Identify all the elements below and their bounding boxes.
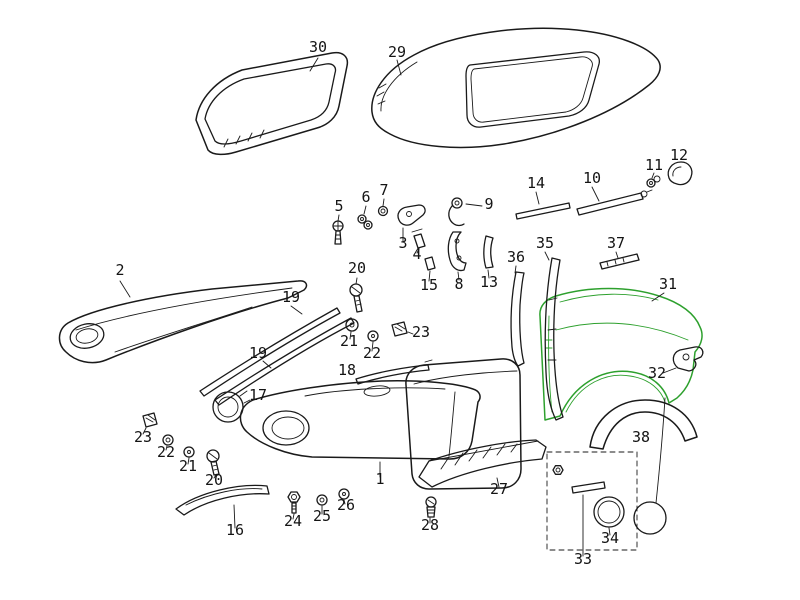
part-label-20-19[interactable]: 20 bbox=[348, 259, 366, 277]
part-28-screw bbox=[425, 496, 437, 524]
part-24-bolt bbox=[287, 491, 301, 520]
part-label-38-29[interactable]: 38 bbox=[632, 428, 650, 446]
part-label-33-41[interactable]: 33 bbox=[574, 550, 592, 568]
part-23-clip-lower bbox=[142, 412, 158, 435]
part-26-washer bbox=[338, 488, 350, 505]
part-label-18-26[interactable]: 18 bbox=[338, 361, 356, 379]
part-label-27-35[interactable]: 27 bbox=[490, 480, 508, 498]
part-label-36-13[interactable]: 36 bbox=[507, 248, 525, 266]
part-label-19-21[interactable]: 19 bbox=[249, 344, 267, 362]
part-label-12-3[interactable]: 12 bbox=[670, 146, 688, 164]
part-label-23-30[interactable]: 23 bbox=[134, 428, 152, 446]
part-4-pin bbox=[411, 228, 426, 254]
part-label-16-36[interactable]: 16 bbox=[226, 521, 244, 539]
part-20-screw-upper bbox=[349, 277, 363, 313]
part-30-windshield-frame bbox=[195, 51, 349, 156]
part-label-20-33[interactable]: 20 bbox=[205, 471, 223, 489]
part-label-23-24[interactable]: 23 bbox=[412, 323, 430, 341]
part-33-kit-box bbox=[546, 451, 638, 557]
part-12-knob bbox=[667, 161, 693, 186]
part-21-washer-upper bbox=[345, 318, 359, 340]
part-label-35-12[interactable]: 35 bbox=[536, 234, 554, 252]
part-label-22-31[interactable]: 22 bbox=[157, 443, 175, 461]
part-6-washers bbox=[357, 205, 373, 230]
part-5-screw bbox=[332, 214, 344, 245]
part-label-31-25[interactable]: 31 bbox=[659, 275, 677, 293]
part-label-24-37[interactable]: 24 bbox=[284, 512, 302, 530]
part-9-catch-hook bbox=[448, 197, 483, 227]
part-22-washer-lower bbox=[162, 434, 174, 451]
part-label-14-4[interactable]: 14 bbox=[527, 174, 545, 192]
part-7-ring bbox=[377, 198, 389, 217]
part-34-seal-ring bbox=[593, 496, 625, 536]
part-label-10-5[interactable]: 10 bbox=[583, 169, 601, 187]
part-13-pillar-strip bbox=[483, 235, 494, 279]
part-3-hinge-plate bbox=[397, 204, 426, 242]
part-27-rocker-sill bbox=[418, 439, 547, 488]
part-label-11-2[interactable]: 11 bbox=[645, 156, 663, 174]
part-37-molding-strip bbox=[599, 251, 640, 270]
part-label-17-28[interactable]: 17 bbox=[249, 386, 267, 404]
part-35-lock-pillar bbox=[544, 251, 564, 421]
part-25-washer bbox=[316, 494, 328, 515]
part-label-8-17[interactable]: 8 bbox=[454, 275, 463, 293]
part-2-left-fender bbox=[58, 280, 308, 364]
part-label-13-18[interactable]: 13 bbox=[480, 273, 498, 291]
part-label-2-10[interactable]: 2 bbox=[115, 261, 124, 279]
part-label-32-27[interactable]: 32 bbox=[648, 364, 666, 382]
part-label-19-20[interactable]: 19 bbox=[282, 288, 300, 306]
part-label-15-16[interactable]: 15 bbox=[420, 276, 438, 294]
part-22-washer-upper bbox=[367, 330, 379, 352]
part-11-grommet bbox=[646, 172, 661, 188]
fuel-filler-lid bbox=[633, 397, 667, 535]
part-21-washer-lower bbox=[183, 446, 195, 465]
part-label-34-42[interactable]: 34 bbox=[601, 529, 619, 547]
part-10-rod bbox=[576, 186, 653, 216]
part-20-screw-lower bbox=[206, 449, 220, 479]
part-label-5-6[interactable]: 5 bbox=[334, 197, 343, 215]
part-15-pin bbox=[424, 256, 436, 282]
part-29-roof-panel bbox=[371, 27, 661, 149]
part-label-21-32[interactable]: 21 bbox=[179, 457, 197, 475]
part-38-wheel-arch-trim bbox=[589, 399, 698, 450]
part-label-3-14[interactable]: 3 bbox=[398, 234, 407, 252]
part-label-7-8[interactable]: 7 bbox=[379, 181, 388, 199]
part-32-bracket bbox=[662, 346, 704, 374]
part-label-28-40[interactable]: 28 bbox=[421, 516, 439, 534]
part-label-30-0[interactable]: 30 bbox=[309, 38, 327, 56]
part-18-strip bbox=[355, 359, 433, 385]
part-label-22-23[interactable]: 22 bbox=[363, 344, 381, 362]
part-label-29-1[interactable]: 29 bbox=[388, 43, 406, 61]
part-label-25-38[interactable]: 25 bbox=[313, 507, 331, 525]
part-19-trim-strips bbox=[199, 305, 355, 406]
part-16-valance bbox=[175, 484, 270, 529]
part-label-6-7[interactable]: 6 bbox=[361, 188, 370, 206]
part-23-clip-upper bbox=[391, 321, 414, 337]
part-label-21-22[interactable]: 21 bbox=[340, 332, 358, 350]
door-panel bbox=[405, 358, 522, 490]
part-36-pillar-channel bbox=[510, 265, 525, 367]
part-1-front-fender bbox=[239, 380, 481, 478]
part-label-4-15[interactable]: 4 bbox=[412, 245, 421, 263]
part-31-rear-quarter-panel-highlighted[interactable] bbox=[539, 287, 703, 421]
part-label-37-11[interactable]: 37 bbox=[607, 234, 625, 252]
part-17-headlight-ring bbox=[212, 390, 251, 423]
part-8-hinge bbox=[447, 231, 467, 281]
part-label-1-34[interactable]: 1 bbox=[375, 470, 384, 488]
part-label-9-9[interactable]: 9 bbox=[484, 195, 493, 213]
part-14-rod bbox=[515, 191, 571, 220]
part-label-26-39[interactable]: 26 bbox=[337, 496, 355, 514]
